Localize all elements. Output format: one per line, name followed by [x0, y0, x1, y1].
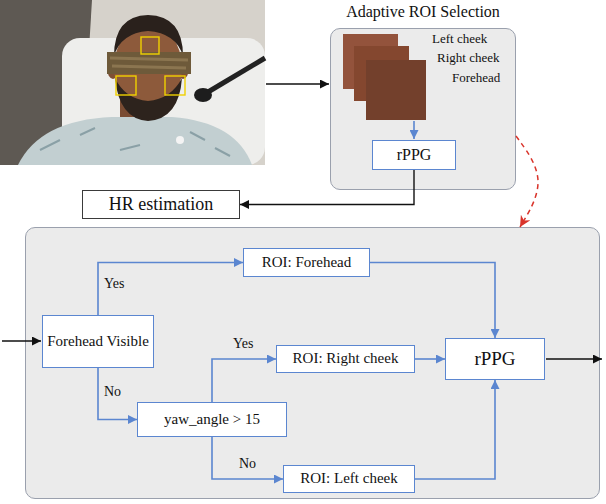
- branch-label-holder: Yes: [103, 276, 125, 292]
- box-label: ROI: Left cheek: [300, 470, 397, 487]
- roi-patch: [366, 60, 426, 120]
- photo-beard: [115, 78, 182, 121]
- roi-patch: [343, 34, 398, 89]
- patient-photo: [0, 0, 265, 165]
- box-label: HR estimation: [109, 194, 214, 215]
- roi-square: [165, 76, 185, 95]
- roi-name: Right cheek: [437, 50, 499, 65]
- flow-arrow: [415, 358, 445, 360]
- photo-gown-pattern: [40, 128, 230, 156]
- photo-background: [0, 0, 265, 165]
- roi-name-holder: Left cheek: [432, 31, 487, 47]
- flow-arrow: [98, 263, 243, 316]
- branch-label: Yes: [103, 276, 125, 291]
- photo-ear: [177, 57, 189, 79]
- photo-eye-blur-texture: [110, 58, 188, 68]
- photo-pillow: [62, 38, 265, 165]
- panel-heading: Adaptive ROI Selection: [346, 3, 500, 20]
- flow-arrow: [413, 121, 415, 139]
- flow-arrow: [240, 170, 414, 205]
- roi-patch: [354, 46, 409, 101]
- roi-name-holder: Right cheek: [437, 50, 499, 66]
- photo-gown: [18, 117, 252, 165]
- photo-microphone-arm: [208, 58, 265, 92]
- roi-square: [141, 37, 159, 54]
- photo-eye-blur: [107, 52, 191, 74]
- photo-electrode: [176, 136, 184, 144]
- branch-label: Yes: [232, 336, 254, 351]
- process-box: rPPG: [445, 338, 545, 380]
- output-box: HR estimation: [82, 190, 240, 219]
- photo-face: [114, 23, 182, 113]
- box-label: ROI: Forehead: [262, 254, 352, 271]
- branch-label-holder: Yes: [232, 336, 254, 352]
- process-box: ROI: Left cheek: [283, 465, 415, 493]
- group-panel: Forehead Visible ROI: Forehead yaw_angle >…: [25, 227, 600, 499]
- photo-hair: [114, 15, 183, 56]
- flow-arrow: [212, 437, 283, 479]
- box-label: ROI: Right cheek: [293, 350, 399, 367]
- flow-arrow: [415, 380, 495, 479]
- roi-name: Forehead: [452, 70, 500, 85]
- flow-arrow: [266, 83, 329, 84]
- feedback-arrow: [516, 136, 538, 227]
- roi-name: Left cheek: [432, 31, 487, 46]
- output-arrow: [546, 358, 602, 359]
- process-box: ROI: Right cheek: [276, 345, 415, 373]
- photo-neck: [120, 98, 160, 126]
- process-box: rPPG: [372, 140, 456, 170]
- panel-heading-holder: Adaptive ROI Selection: [311, 3, 535, 21]
- roi-square: [116, 76, 136, 95]
- branch-label-holder: No: [238, 456, 257, 472]
- box-label: rPPG: [474, 348, 515, 370]
- decision-box: Forehead Visible: [42, 315, 154, 368]
- box-label: yaw_angle > 15: [164, 411, 260, 428]
- box-label: Forehead Visible: [47, 333, 149, 350]
- flow-arrow: [370, 263, 495, 339]
- branch-label: No: [103, 384, 122, 399]
- input-arrow: [2, 340, 41, 341]
- photo-ear: [107, 57, 119, 79]
- photo-microphone: [194, 88, 212, 102]
- flow-arrow: [98, 368, 137, 420]
- photo-wall: [0, 0, 92, 165]
- box-label: rPPG: [397, 146, 432, 164]
- roi-name-holder: Forehead: [452, 70, 500, 86]
- branch-label: No: [238, 456, 257, 471]
- branch-label-holder: No: [103, 384, 122, 400]
- flow-arrow: [212, 359, 276, 402]
- process-box: ROI: Forehead: [243, 248, 370, 277]
- decision-box: yaw_angle > 15: [137, 402, 287, 437]
